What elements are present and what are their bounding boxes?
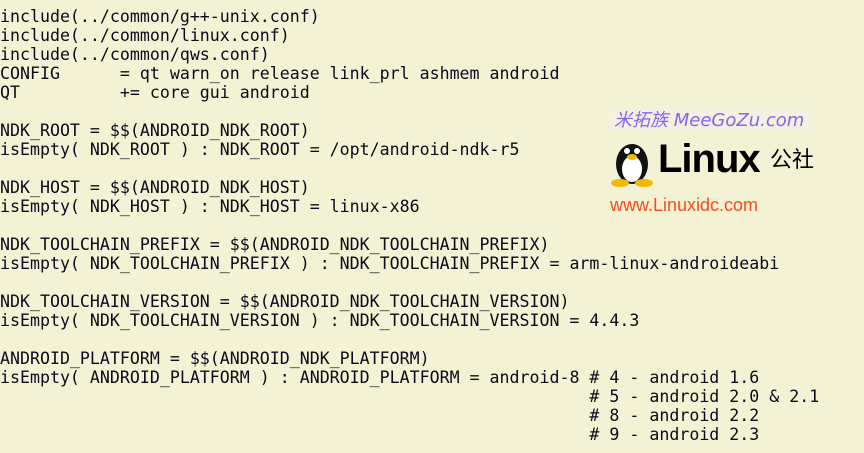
code-line: CONFIG = qt warn_on release link_prl ash… [0, 64, 560, 83]
code-line: isEmpty( ANDROID_PLATFORM ) : ANDROID_PL… [0, 368, 760, 387]
code-line: isEmpty( NDK_HOST ) : NDK_HOST = linux-x… [0, 197, 420, 216]
code-line: isEmpty( NDK_TOOLCHAIN_PREFIX ) : NDK_TO… [0, 254, 780, 273]
code-line: isEmpty( NDK_ROOT ) : NDK_ROOT = /opt/an… [0, 140, 520, 159]
code-line [0, 102, 819, 121]
code-line: include(../common/g++-unix.conf) [0, 7, 320, 26]
code-listing: include(../common/g++-unix.conf)include(… [0, 7, 819, 444]
code-line: NDK_TOOLCHAIN_PREFIX = $$(ANDROID_NDK_TO… [0, 235, 550, 254]
code-line [0, 273, 819, 292]
code-line: include(../common/qws.conf) [0, 45, 270, 64]
code-line: NDK_HOST = $$(ANDROID_NDK_HOST) [0, 178, 310, 197]
code-line [0, 216, 819, 235]
code-line [0, 159, 819, 178]
code-line: # 9 - android 2.3 [0, 425, 760, 444]
code-line: include(../common/linux.conf) [0, 26, 290, 45]
code-line: isEmpty( NDK_TOOLCHAIN_VERSION ) : NDK_T… [0, 311, 640, 330]
code-line: NDK_TOOLCHAIN_VERSION = $$(ANDROID_NDK_T… [0, 292, 570, 311]
code-line [0, 330, 819, 349]
code-line: ANDROID_PLATFORM = $$(ANDROID_NDK_PLATFO… [0, 349, 430, 368]
code-line: # 8 - android 2.2 [0, 406, 760, 425]
code-line: NDK_ROOT = $$(ANDROID_NDK_ROOT) [0, 121, 310, 140]
code-line: QT += core gui android [0, 83, 310, 102]
code-line: # 5 - android 2.0 & 2.1 [0, 387, 820, 406]
